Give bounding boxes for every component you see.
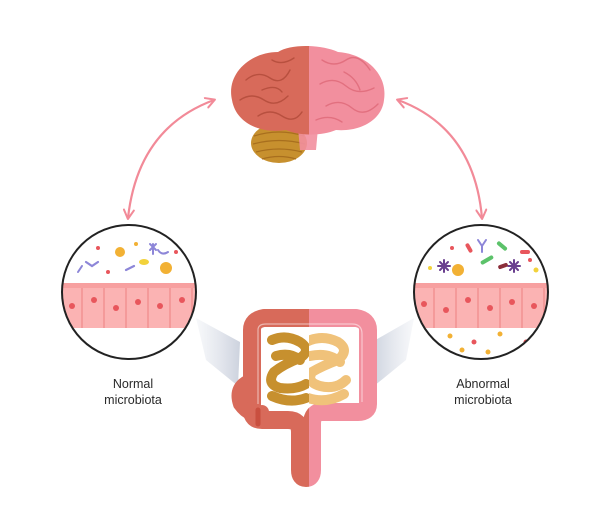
left-arrow-icon xyxy=(122,97,216,220)
right-arrow-icon xyxy=(396,97,488,220)
cerebellum-icon xyxy=(251,123,307,163)
left-zoom-beam xyxy=(196,318,240,386)
right-zoom-beam xyxy=(372,318,414,386)
abnormal-label-line2: microbiota xyxy=(454,393,512,407)
abnormal-label-line1: Abnormal xyxy=(456,377,510,391)
brain-icon xyxy=(231,46,385,163)
intestine-icon xyxy=(231,309,377,487)
normal-microbiota-zoom-icon xyxy=(61,224,197,360)
normal-label-line2: microbiota xyxy=(104,393,162,407)
abnormal-microbiota-zoom-icon xyxy=(413,224,549,360)
abnormal-microbiota-label: Abnormal microbiota xyxy=(428,376,538,408)
normal-label-line1: Normal xyxy=(112,377,154,391)
normal-microbiota-label: Normal microbiota xyxy=(78,376,188,408)
